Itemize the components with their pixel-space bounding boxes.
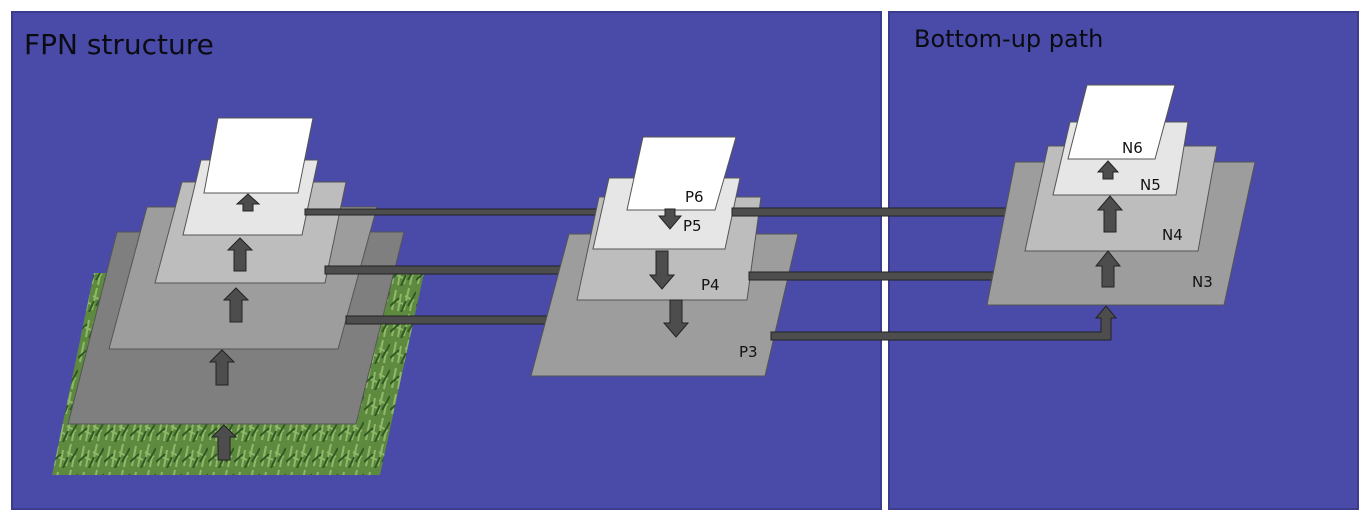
- top-down-arrow-p5-p4: [648, 250, 676, 290]
- bottom-up-arrow-n5-n6: [1096, 160, 1120, 180]
- label-p6: P6: [685, 188, 704, 206]
- label-p3: P3: [739, 343, 758, 361]
- bottom-up-layer-n6: [1067, 84, 1176, 160]
- label-p4: P4: [701, 276, 720, 294]
- top-down-arrow-p6-p5: [657, 208, 683, 230]
- fpn-panel-title: FPN structure: [24, 28, 214, 61]
- label-n6: N6: [1122, 139, 1143, 157]
- label-p5: P5: [683, 217, 702, 235]
- label-n5: N5: [1140, 176, 1161, 194]
- fpn-layer-p6: [626, 136, 737, 211]
- backbone-up-arrow: [208, 349, 236, 386]
- backbone-up-arrow: [210, 424, 238, 461]
- backbone-up-arrow: [222, 287, 250, 323]
- label-n3: N3: [1192, 273, 1213, 291]
- lateral-arrow-p3-n3: [770, 305, 1118, 341]
- backbone-up-arrow: [226, 237, 254, 272]
- backbone-up-arrow: [235, 193, 261, 212]
- backbone-layer-c6: [203, 117, 314, 194]
- bottom-up-arrow-n4-n5: [1096, 195, 1124, 233]
- bottom-up-arrow-n3-n4: [1094, 250, 1122, 288]
- top-down-arrow-p4-p3: [662, 299, 690, 338]
- label-n4: N4: [1162, 226, 1183, 244]
- bottom-up-panel-title: Bottom-up path: [914, 25, 1103, 53]
